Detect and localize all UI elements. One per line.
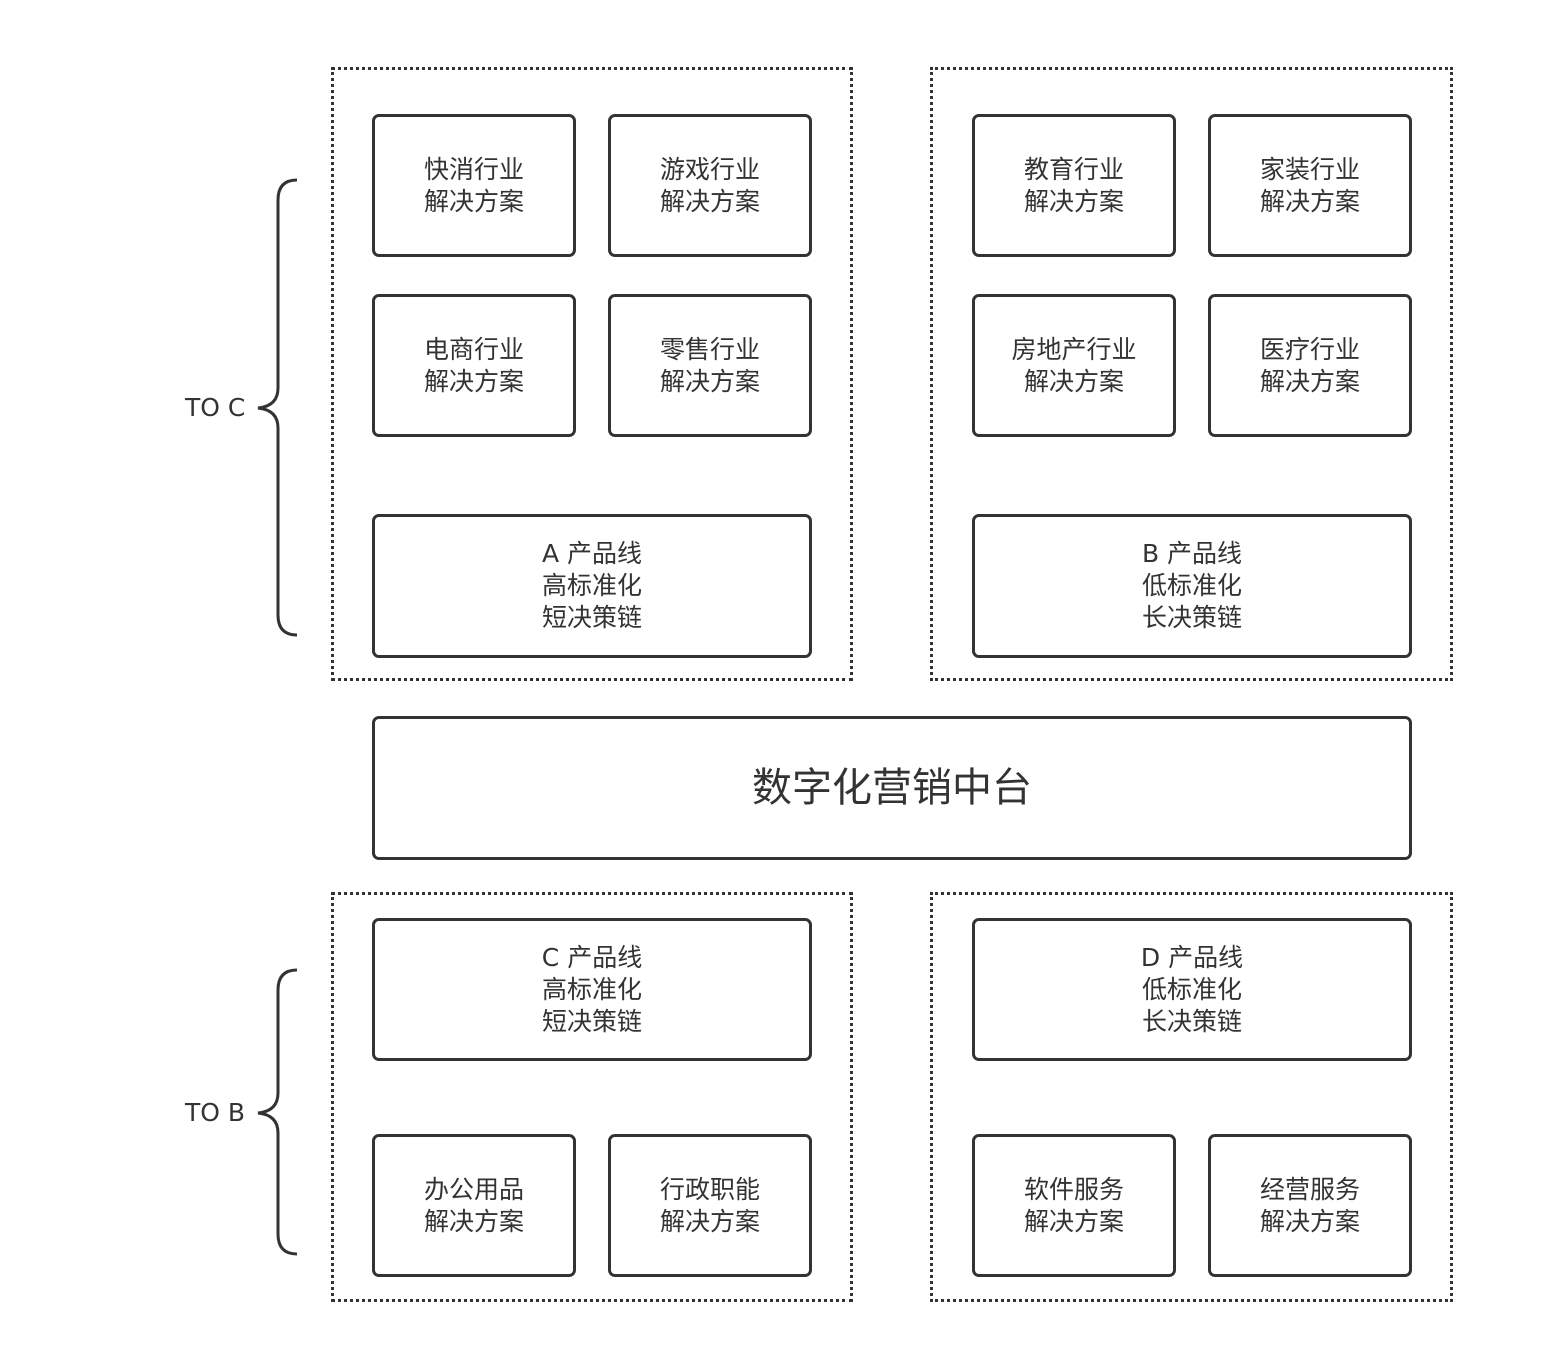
solution-subtitle: 解决方案 [1259,366,1360,396]
product-line-decision-chain: 长决策链 [1141,1006,1242,1036]
to-b-brace [257,968,298,1256]
solution-title: 教育行业 [1023,154,1124,184]
product-line-d-box: D 产品线 低标准化 长决策链 [972,918,1412,1061]
solution-box: 游戏行业 解决方案 [608,114,812,257]
to-b-label: TO B [185,1098,246,1127]
product-line-decision-chain: 长决策链 [1141,603,1242,632]
product-line-name: C 产品线 [541,942,643,972]
product-line-name: B 产品线 [1141,539,1243,568]
solution-box: 经营服务 解决方案 [1208,1134,1412,1277]
product-line-standardization: 低标准化 [1141,571,1242,600]
solution-title: 家装行业 [1259,154,1360,184]
solution-subtitle: 解决方案 [1259,186,1360,216]
solution-box: 房地产行业 解决方案 [972,294,1176,437]
solution-box: 教育行业 解决方案 [972,114,1176,257]
solution-box: 软件服务 解决方案 [972,1134,1176,1277]
solution-title: 房地产行业 [1011,334,1137,364]
solution-box: 行政职能 解决方案 [608,1134,812,1277]
to-c-label: TO C [185,393,246,422]
solution-title: 软件服务 [1023,1174,1124,1204]
solution-box: 家装行业 解决方案 [1208,114,1412,257]
solution-subtitle: 解决方案 [1023,186,1124,216]
product-line-b-box: B 产品线 低标准化 长决策链 [972,514,1412,658]
top-left-group [331,67,853,681]
solution-subtitle: 解决方案 [423,186,524,216]
solution-title: 零售行业 [659,334,760,364]
bottom-left-group [331,892,853,1302]
product-line-a-box: A 产品线 高标准化 短决策链 [372,514,812,658]
solution-subtitle: 解决方案 [1259,1206,1360,1236]
product-line-decision-chain: 短决策链 [541,603,642,632]
solution-box: 医疗行业 解决方案 [1208,294,1412,437]
solution-subtitle: 解决方案 [659,366,760,396]
solution-subtitle: 解决方案 [659,186,760,216]
platform-title: 数字化营销中台 [752,765,1032,811]
product-line-standardization: 高标准化 [541,571,642,600]
to-c-brace [257,178,298,637]
solution-title: 医疗行业 [1259,334,1360,364]
solution-subtitle: 解决方案 [659,1206,760,1236]
solution-title: 行政职能 [659,1174,760,1204]
solution-subtitle: 解决方案 [423,1206,524,1236]
solution-box: 办公用品 解决方案 [372,1134,576,1277]
product-line-decision-chain: 短决策链 [541,1006,642,1036]
marketing-platform-box: 数字化营销中台 [372,716,1412,860]
product-line-name: D 产品线 [1140,942,1244,972]
solution-subtitle: 解决方案 [423,366,524,396]
solution-title: 经营服务 [1259,1174,1360,1204]
product-line-standardization: 高标准化 [541,974,642,1004]
solution-title: 办公用品 [423,1174,524,1204]
solution-box: 电商行业 解决方案 [372,294,576,437]
product-line-standardization: 低标准化 [1141,974,1242,1004]
product-line-c-box: C 产品线 高标准化 短决策链 [372,918,812,1061]
solution-subtitle: 解决方案 [1023,1206,1124,1236]
bottom-right-group [930,892,1453,1302]
solution-title: 快消行业 [423,154,524,184]
solution-subtitle: 解决方案 [1023,366,1124,396]
solution-box: 零售行业 解决方案 [608,294,812,437]
solution-title: 电商行业 [423,334,524,364]
product-line-name: A 产品线 [541,539,643,568]
solution-title: 游戏行业 [659,154,760,184]
top-right-group [930,67,1453,681]
solution-box: 快消行业 解决方案 [372,114,576,257]
